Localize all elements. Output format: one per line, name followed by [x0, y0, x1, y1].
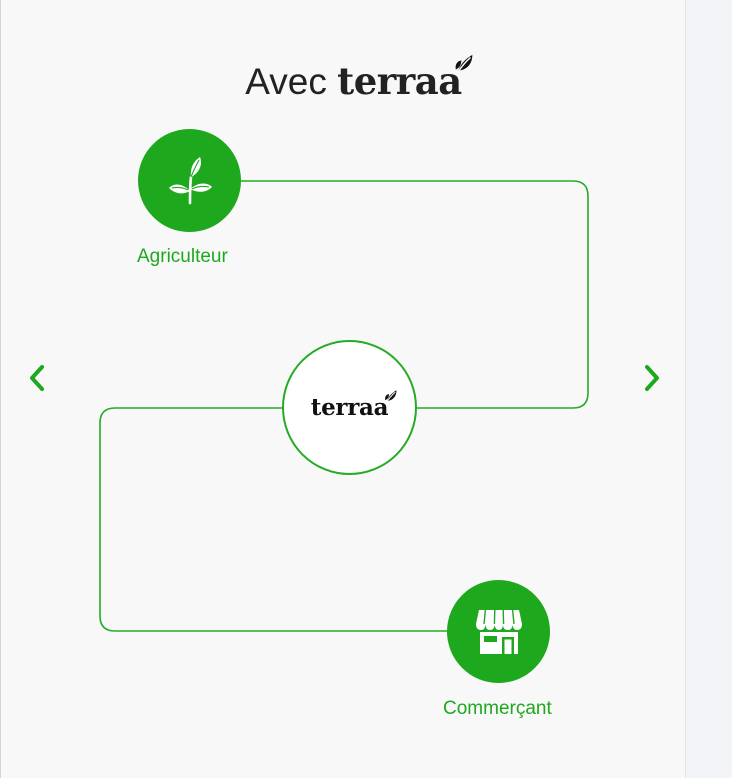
title-prefix: Avec [245, 60, 327, 102]
leaf-icon [385, 390, 397, 404]
connector-top [241, 180, 589, 409]
brand-logo: terraa [337, 54, 473, 103]
hub-wordmark: terraa [310, 394, 389, 421]
carousel-next-button[interactable] [637, 358, 667, 398]
side-gutter [685, 0, 732, 778]
merchant-node [447, 580, 550, 683]
connector-bottom [99, 407, 447, 632]
farmer-label: Agriculteur [137, 246, 228, 267]
page-title: Avec terraa [1, 54, 706, 103]
merchant-label: Commerçant [443, 698, 552, 719]
carousel-slide: Avec terraa Agriculteur terraa [0, 0, 667, 778]
chevron-right-icon [645, 365, 659, 391]
farmer-node [138, 129, 241, 232]
terraa-hub-node: terraa [282, 340, 417, 475]
hub-logo: terraa [310, 390, 397, 421]
storefront-icon [475, 609, 522, 654]
flow-diagram [99, 180, 589, 632]
carousel-prev-button[interactable] [22, 358, 52, 398]
leaf-icon [455, 54, 473, 75]
chevron-left-icon [30, 365, 44, 391]
brand-wordmark: terraa [337, 58, 462, 103]
sprout-icon [168, 156, 212, 204]
